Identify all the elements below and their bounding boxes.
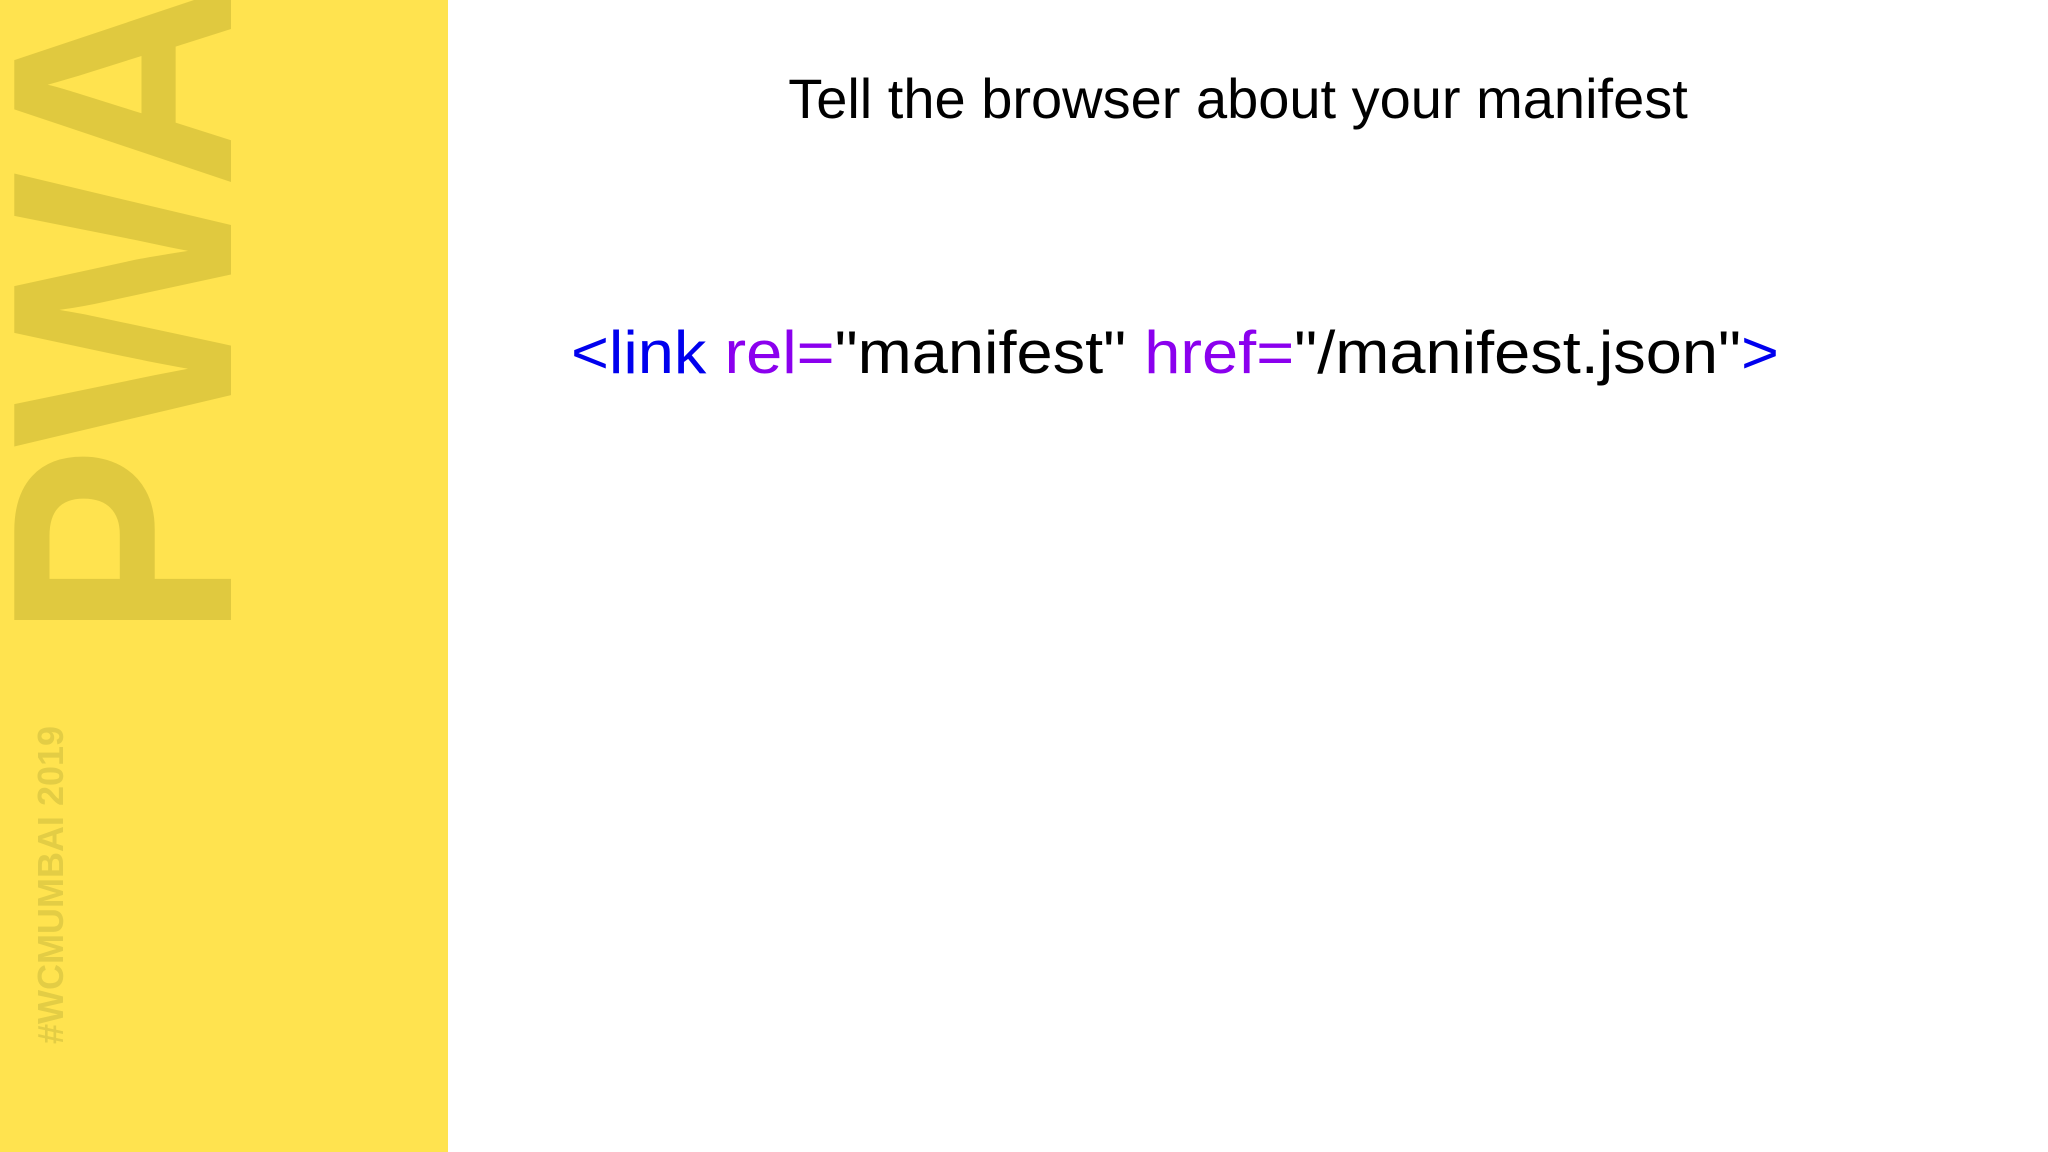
pwa-logo-text: PWA [0,0,299,620]
code-value-href: "/manifest.json" [1294,319,1742,386]
code-tag-close: > [1741,319,1780,386]
code-attr-href: href= [1144,319,1295,386]
event-hashtag: #WCMUMBAI 2019 [30,725,71,1045]
pwa-logo: PWA [0,0,299,620]
code-attr-rel: rel= [724,319,835,386]
slide-title: Tell the browser about your manifest [788,67,1688,130]
sidebar-panel: PWA #WCMUMBAI 2019 [0,0,448,1152]
code-tag-open: <link [571,319,707,386]
code-snippet: <link rel="manifest" href="/manifest.jso… [571,318,1879,387]
code-value-rel: "manifest" [834,319,1127,386]
